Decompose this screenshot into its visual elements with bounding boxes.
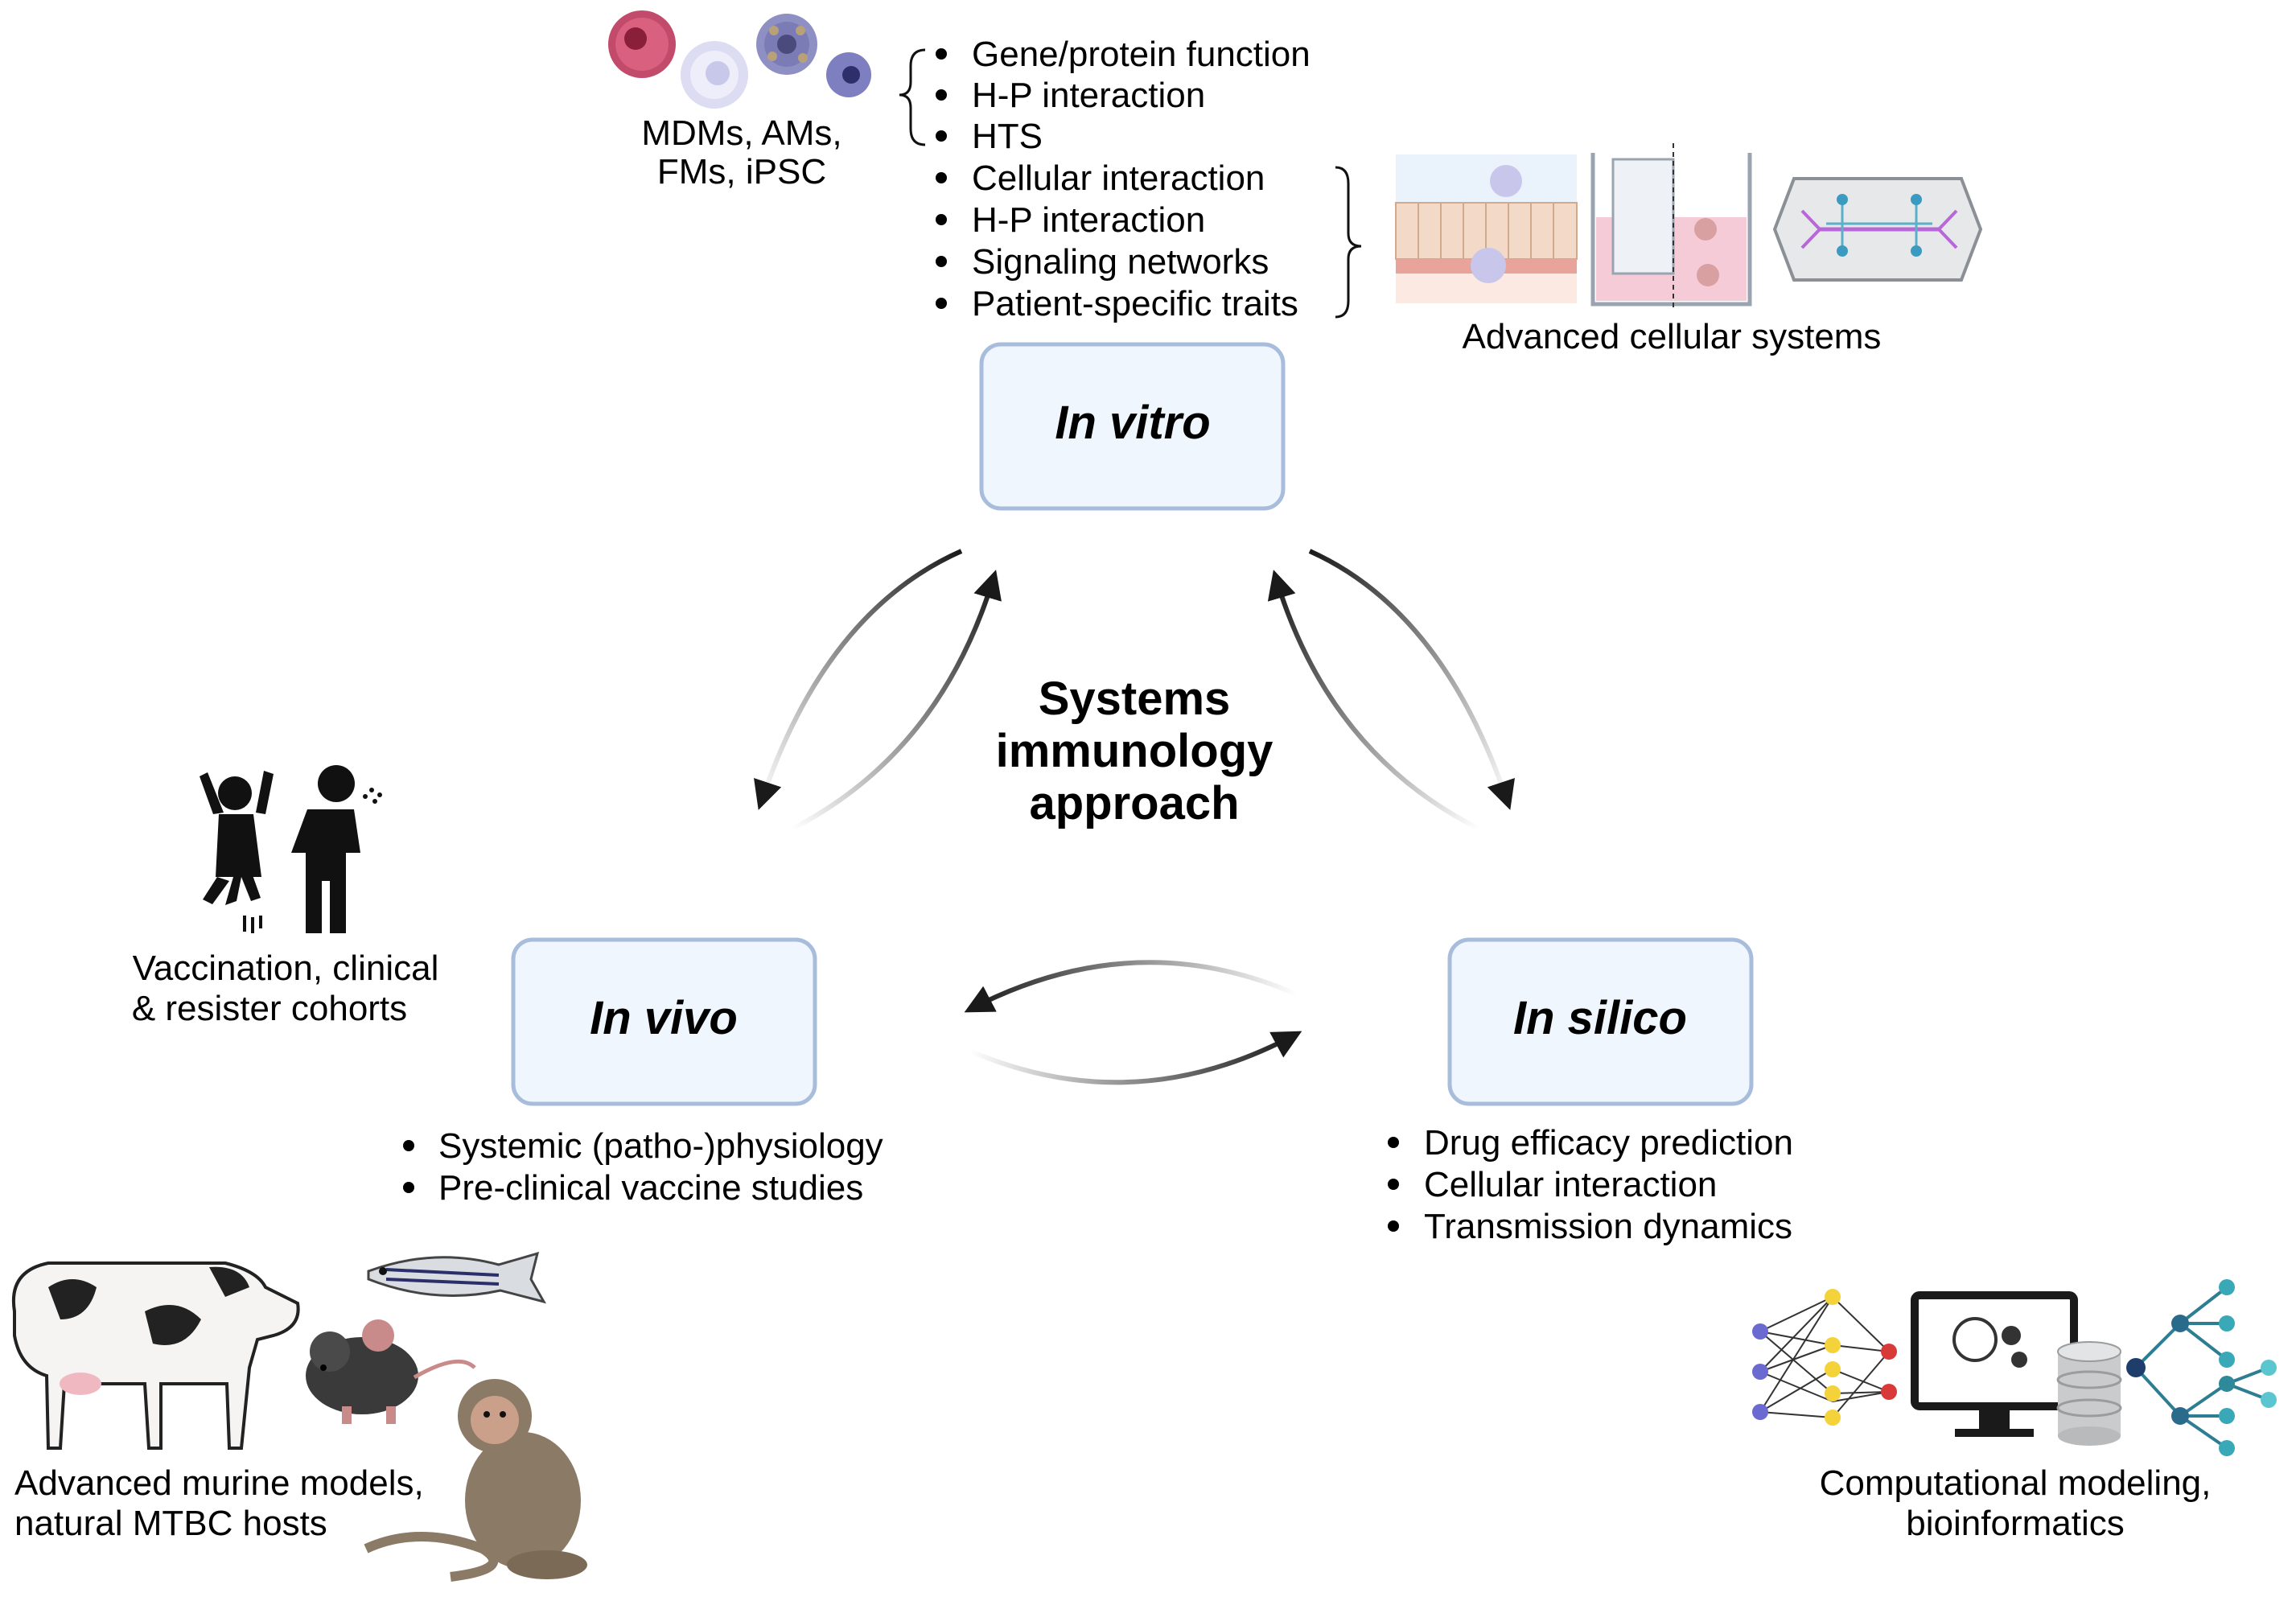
cohort-label-line-2: & resister cohorts xyxy=(132,989,407,1028)
mouse-icon xyxy=(306,1319,476,1424)
node-in-silico-label: In silico xyxy=(1513,992,1687,1044)
zebrafish-icon xyxy=(367,1251,547,1304)
transwell-icon xyxy=(1590,143,1752,310)
cells-label-line-2: FMs, iPSC xyxy=(657,152,826,191)
center-label-line-2: immunology xyxy=(996,725,1273,777)
organ-on-chip-icon xyxy=(1772,177,1983,282)
cow-icon xyxy=(11,1261,300,1450)
arrow-vitro-to-silico xyxy=(1308,549,1515,810)
comp-label-line-1: Computational modeling, xyxy=(1820,1463,2212,1503)
center-label: Systems immunology approach xyxy=(996,673,1273,829)
in-vitro-bullet-1-2: H-P interaction xyxy=(972,76,1205,115)
node-in-vivo: In vivo xyxy=(511,937,817,1106)
in-vivo-bullet-1: Systemic (patho-)physiology xyxy=(438,1126,883,1166)
arrow-vitro-to-vivo xyxy=(754,549,963,810)
in-vivo-bullet-2: Pre-clinical vaccine studies xyxy=(438,1168,863,1208)
node-in-vitro: In vitro xyxy=(979,342,1286,511)
advanced-cellular-label: Advanced cellular systems xyxy=(1463,317,1882,356)
cells-label-line-1: MDMs, AMs, xyxy=(641,113,841,153)
in-vivo-bullets: Systemic (patho-)physiology Pre-clinical… xyxy=(403,1126,883,1208)
in-vitro-bullet-1-1: Gene/protein function xyxy=(972,35,1311,74)
in-vitro-bullet-2-3: Signaling networks xyxy=(972,242,1269,282)
node-in-vivo-label: In vivo xyxy=(590,992,738,1044)
models-label-line-1: Advanced murine models, xyxy=(14,1463,424,1503)
in-vitro-bullet-2-1: Cellular interaction xyxy=(972,158,1265,198)
monkey-icon xyxy=(364,1379,587,1582)
brace-left xyxy=(899,48,926,146)
computer-icon xyxy=(1911,1291,2078,1437)
brace-right xyxy=(1335,166,1362,319)
node-in-vitro-label: In vitro xyxy=(1055,397,1210,449)
arrow-silico-to-vivo xyxy=(964,960,1298,1013)
center-label-line-3: approach xyxy=(1029,777,1239,829)
center-label-line-1: Systems xyxy=(1039,673,1231,725)
database-icon xyxy=(2056,1341,2122,1446)
node-in-silico: In silico xyxy=(1447,937,1754,1106)
arrow-vivo-to-vitro xyxy=(791,570,1002,831)
tree-graph-icon xyxy=(2126,1279,2277,1456)
in-vitro-bullet-2-4: Patient-specific traits xyxy=(972,284,1298,323)
macrophage-cells-icon xyxy=(608,10,871,109)
models-label-line-2: natural MTBC hosts xyxy=(14,1504,327,1543)
epithelium-icon xyxy=(1395,154,1578,303)
in-silico-bullet-2: Cellular interaction xyxy=(1424,1165,1717,1204)
arrows xyxy=(754,549,1515,1085)
neural-network-icon xyxy=(1752,1289,1897,1426)
in-vitro-bullets-1: Gene/protein function H-P interaction HT… xyxy=(936,35,1311,156)
in-silico-bullet-1: Drug efficacy prediction xyxy=(1424,1123,1793,1163)
in-silico-bullet-3: Transmission dynamics xyxy=(1424,1207,1792,1246)
in-silico-bullets: Drug efficacy prediction Cellular intera… xyxy=(1388,1123,1793,1246)
comp-label-line-2: bioinformatics xyxy=(1906,1504,2124,1543)
people-cohort-icon xyxy=(200,765,382,933)
in-vitro-bullet-2-2: H-P interaction xyxy=(972,200,1205,240)
in-vitro-bullet-1-3: HTS xyxy=(972,117,1043,156)
arrow-vivo-to-silico xyxy=(968,1031,1302,1085)
in-vitro-bullets-2: Cellular interaction H-P interaction Sig… xyxy=(936,158,1298,323)
arrow-silico-to-vitro xyxy=(1267,570,1480,831)
cohort-label-line-1: Vaccination, clinical xyxy=(133,949,439,988)
